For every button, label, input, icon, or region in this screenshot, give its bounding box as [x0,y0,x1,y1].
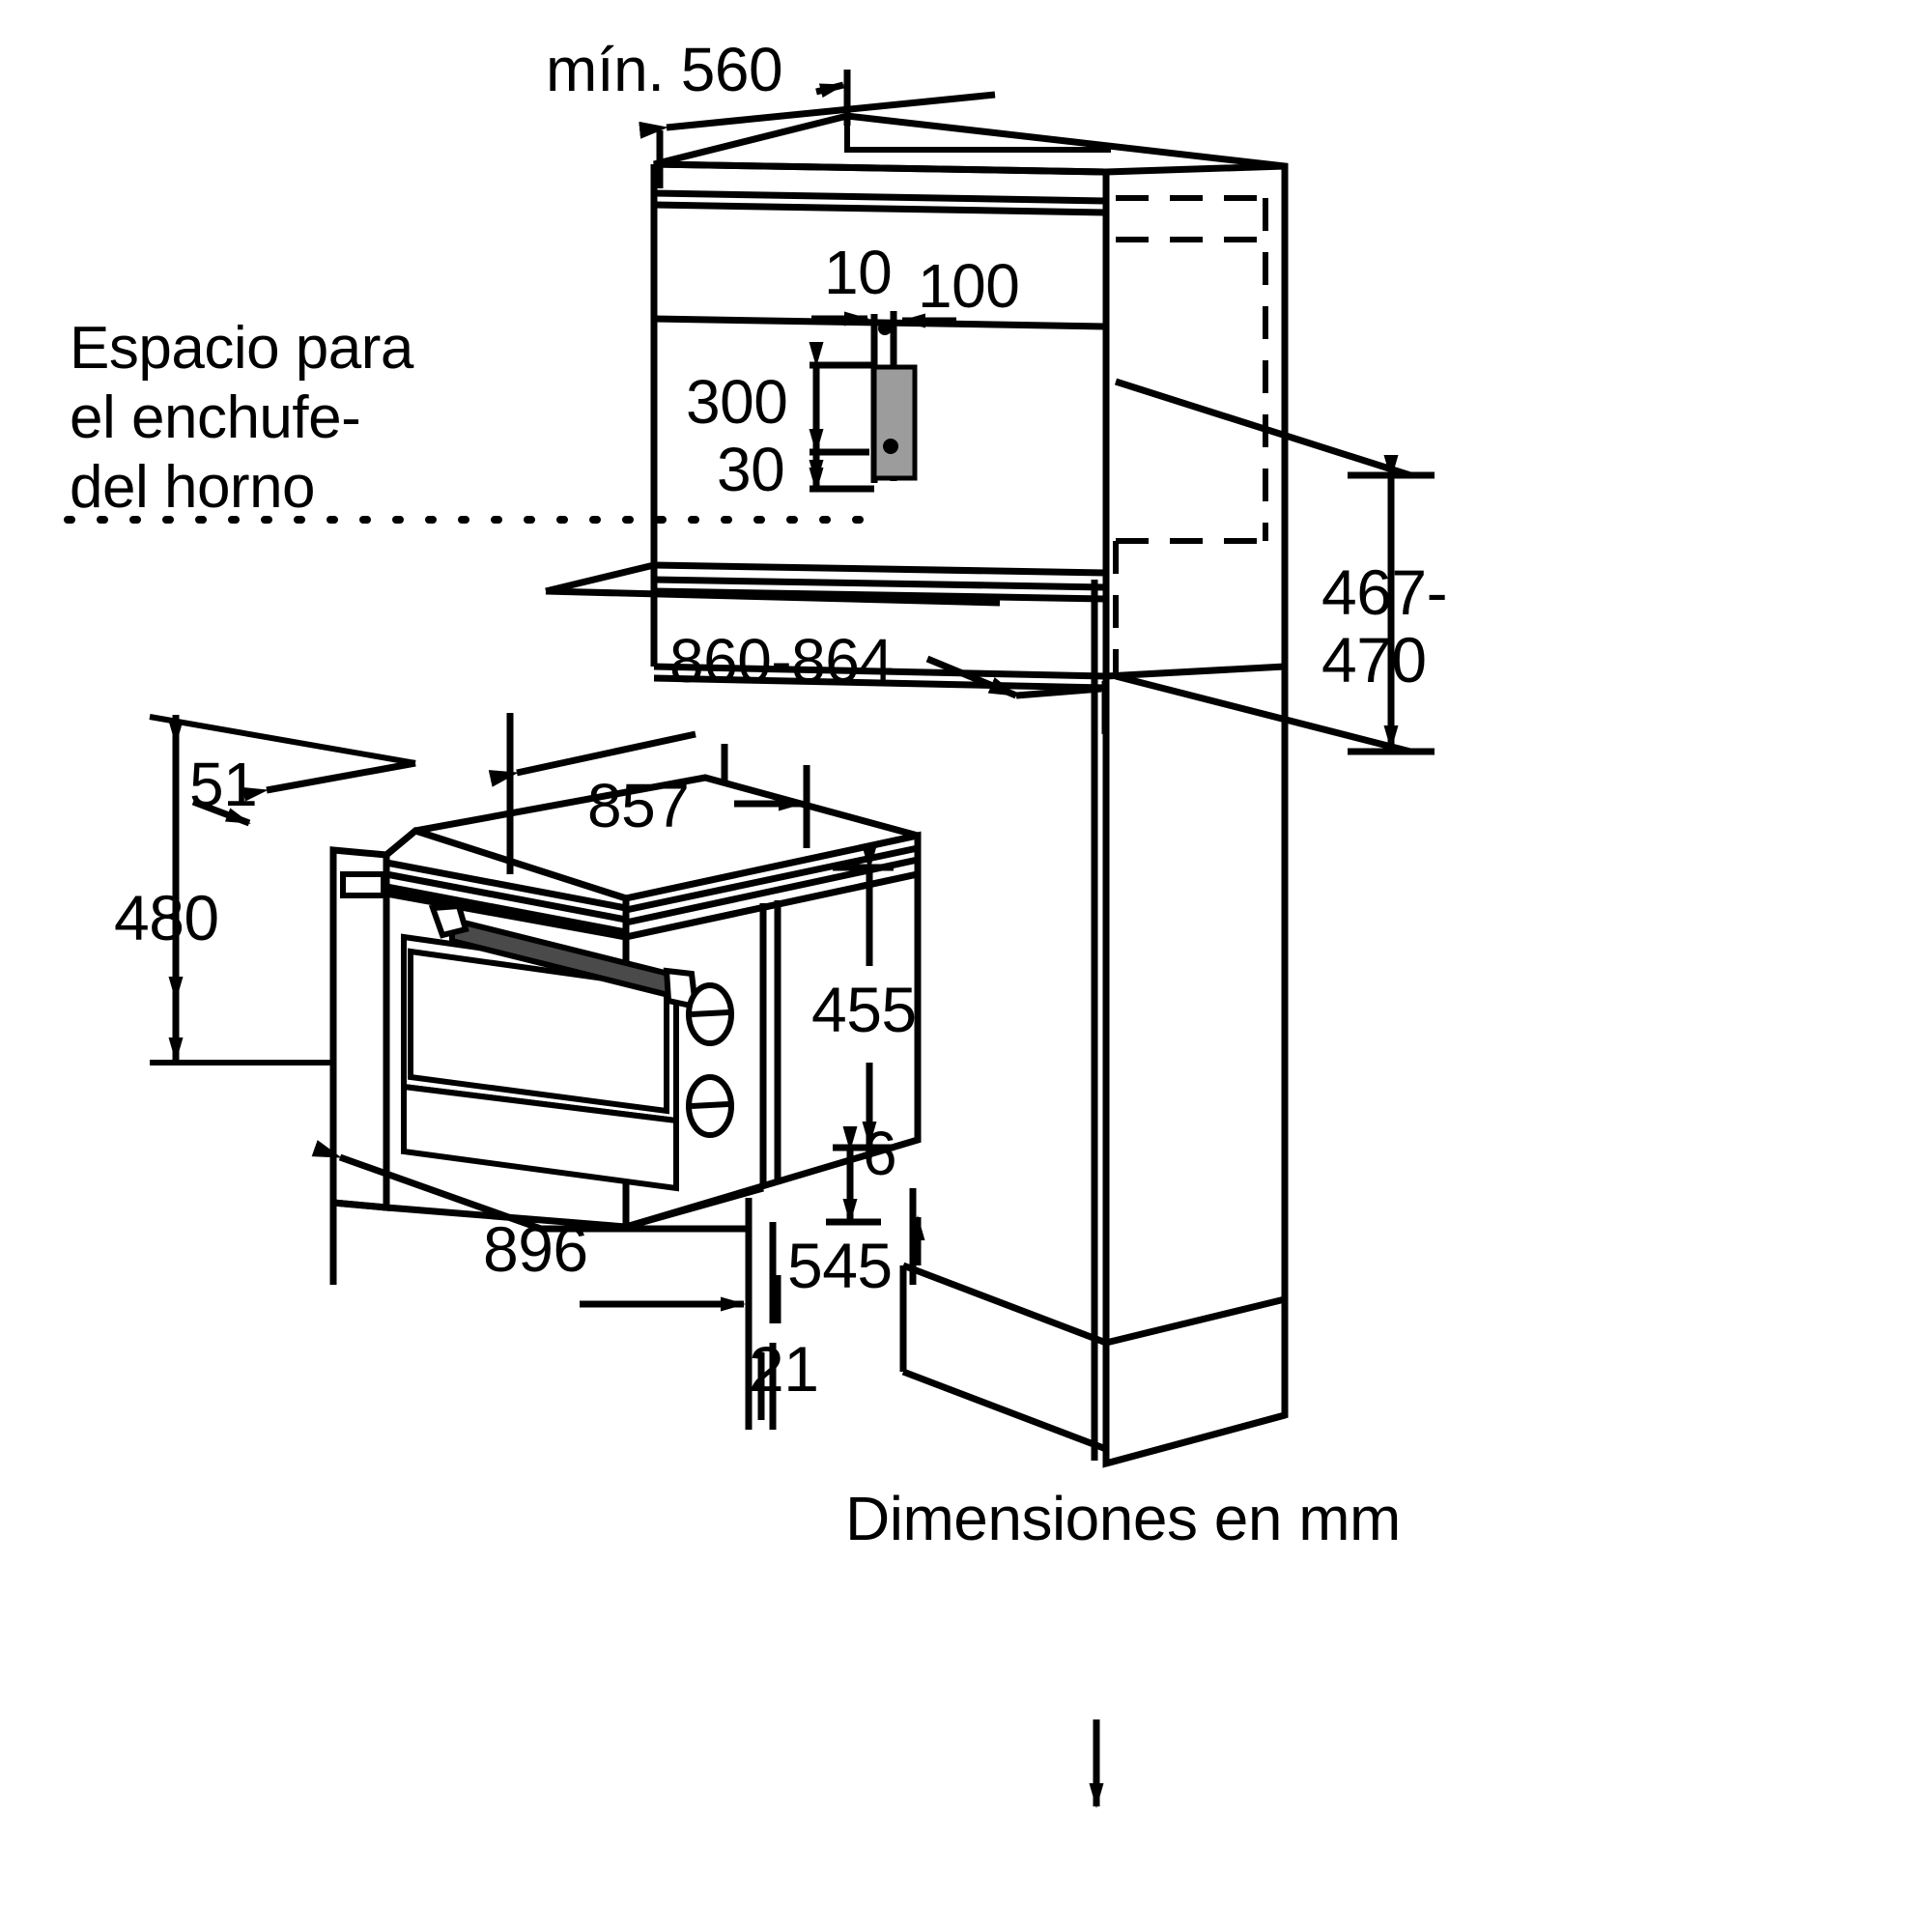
oven-door [401,933,679,1192]
dimension-label-10: 10 [824,238,893,307]
dimension-6 [826,1126,881,1226]
dimension-label-51: 51 [189,750,258,819]
dimension-label-455: 455 [811,974,917,1045]
dimension-label-min-560: mín. 560 [546,35,783,104]
dimension-label-860-864: 860-864 [669,626,894,696]
oven-door-handle [428,902,699,1010]
dimension-label-6: 6 [863,1119,897,1188]
dimension-896 [311,1067,753,1372]
cabinet-hidden-edges [1113,195,1268,676]
cabinet-bottom-plinth [899,1262,1108,1453]
dimension-label-470: 470 [1321,624,1427,696]
dimension-label-480: 480 [114,882,219,953]
plug-space-note-line2: el enchufe- [70,384,361,451]
dimension-857 [488,713,810,874]
dimension-label-30: 30 [717,435,785,504]
dimension-label-21: 21 [749,1333,819,1405]
dimension-label-467: 467- [1321,556,1448,628]
dimension-label-300: 300 [686,367,788,437]
dimension-51 [191,759,416,827]
dimension-label-545: 545 [787,1230,893,1301]
dimension-545 [769,1188,925,1323]
dimension-min-560 [639,70,996,188]
units-note: Dimensiones en mm [845,1484,1401,1553]
dimension-21 [745,1343,1104,1808]
dimension-300-30 [809,342,874,493]
dimension-467-470 [1114,378,1435,755]
dimension-label-896: 896 [483,1213,588,1285]
socket-outlet [871,364,918,481]
oven-control-knob-upper [686,982,734,1046]
oven-control-knob-lower [686,1074,734,1138]
dimension-480 [149,714,416,1065]
plug-space-note-line3: del horno [70,454,316,521]
dimension-label-857: 857 [587,771,690,840]
plug-space-note-line1: Espacio para [70,315,413,382]
dimension-label-100: 100 [918,251,1020,321]
oven-display-window [340,871,386,898]
